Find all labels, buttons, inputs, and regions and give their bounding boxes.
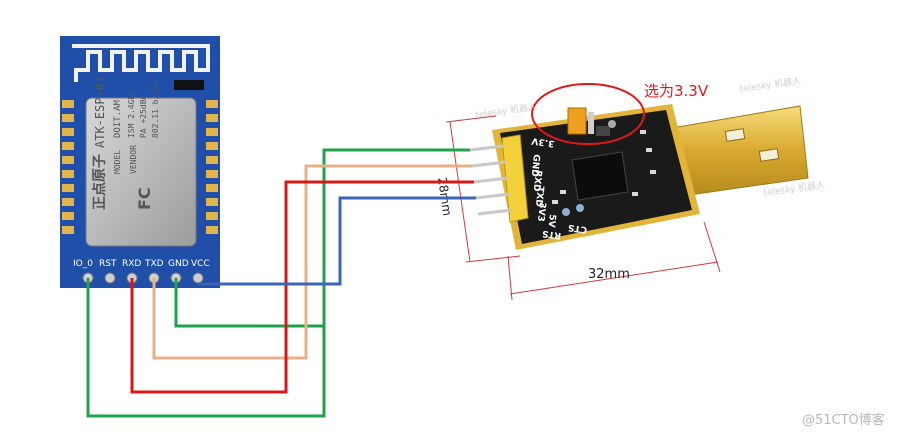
- wire-vcc-blue: [198, 196, 476, 286]
- chip-text-1: ATK-ESP-01: [93, 76, 107, 148]
- led-chip: [174, 80, 204, 90]
- chip-text-2: DOIT.AM: [113, 99, 123, 138]
- pin-label-txd: TXD: [144, 259, 164, 269]
- pin-vcc: [192, 272, 204, 284]
- board-pin-txd: TXD: [533, 186, 545, 207]
- board-rts: RTS: [542, 228, 562, 241]
- rf-shield: [85, 97, 197, 247]
- width-dim-label: 32mm: [588, 267, 630, 282]
- wire-gnd-green: [174, 278, 324, 328]
- brand-text: 正点原子: [91, 154, 108, 210]
- header-pins: [469, 144, 513, 216]
- board-pin-rxd: RXD: [531, 170, 543, 192]
- pin-rst: [104, 272, 116, 284]
- antenna-trace: [72, 44, 210, 82]
- model-label: MODEL: [113, 150, 122, 174]
- chip-text-3: ISM 2.4GHz: [127, 90, 136, 138]
- vendor-label: VENDOR: [129, 145, 138, 174]
- wire-txd-orange: [152, 164, 472, 360]
- board-pin-3v3-top: 3.3V: [531, 135, 555, 148]
- board-cts: CTS: [568, 222, 588, 235]
- pin-label-io0: IO_0: [73, 259, 93, 269]
- jumper-highlight-ellipse: [531, 83, 645, 145]
- pin-label-gnd: GND: [168, 259, 189, 269]
- fc-mark: FC: [135, 187, 154, 210]
- smd-parts: [552, 130, 656, 204]
- chip-text-4: PA +25dBm: [139, 94, 148, 138]
- shield-texts: 正点原子 ATK-ESP-01 MODEL DOIT.AM VENDOR ISM…: [91, 76, 160, 210]
- wires: [86, 148, 476, 418]
- usb-ttl-board: 3.3V GND RXD TXD 3V3 5V RTS CTS: [469, 104, 809, 250]
- wire-rxd-red: [130, 180, 474, 394]
- usb-plug: [671, 105, 809, 197]
- esp-module: 正点原子 ATK-ESP-01 MODEL DOIT.AM VENDOR ISM…: [60, 36, 220, 288]
- status-led: [608, 120, 616, 128]
- height-dim-line: [449, 121, 471, 263]
- crystal: [596, 126, 610, 136]
- pin-label-rst: RST: [99, 259, 117, 269]
- faint-watermark-2: telesky 机器人: [739, 74, 802, 94]
- voltage-jumper: [567, 107, 587, 135]
- board-pin-5v: 5V: [546, 214, 557, 228]
- wire-io0-gnd-green: [86, 148, 470, 418]
- jumper-pin: [588, 112, 594, 134]
- credit-watermark: @51CTO博客: [802, 412, 885, 428]
- chip-text-5: 802.11 b/g/n: [151, 80, 160, 138]
- board-labels: 3.3V GND RXD TXD 3V3 5V RTS CTS: [529, 135, 588, 240]
- faint-watermark-1: telesky 机器人: [475, 100, 538, 120]
- width-dim-line: [509, 261, 719, 295]
- pin-label-vcc: VCC: [191, 259, 210, 269]
- side-pads: [62, 100, 218, 234]
- pin-label-rxd: RXD: [122, 259, 141, 269]
- led-1: [562, 208, 570, 216]
- board-pin-3v3: 3V3: [535, 202, 547, 222]
- led-2: [576, 204, 584, 212]
- voltage-note: 选为3.3V: [644, 82, 709, 100]
- dimension-lines: [445, 115, 721, 301]
- board-pin-gnd: GND: [529, 154, 541, 177]
- main-ic: [571, 151, 629, 201]
